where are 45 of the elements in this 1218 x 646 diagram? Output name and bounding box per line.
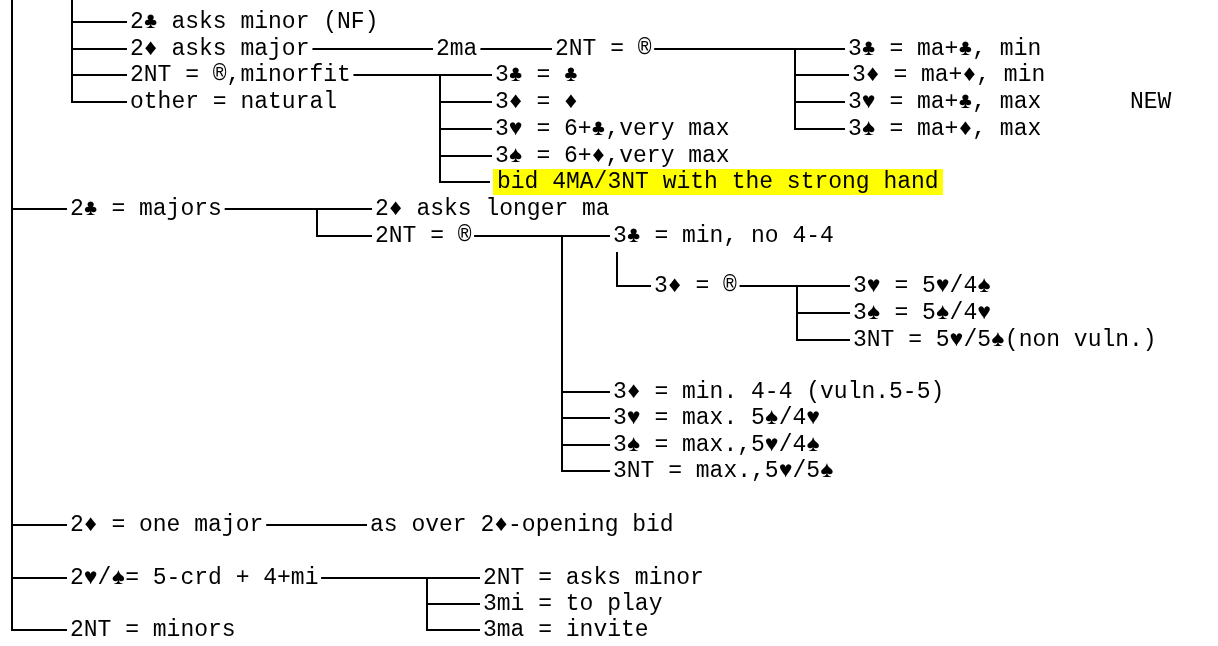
bid-text: 2♦ = one major [70, 512, 264, 538]
bid-text: 3♣ = ma+♣, min [848, 36, 1042, 62]
bid-text: 2NT = ® [375, 223, 472, 249]
connector-line [320, 577, 481, 631]
bid-text: 3♠ = ma+♦, max [848, 116, 1042, 142]
connector-line [223, 208, 373, 237]
bid-text: 3♥ = ma+♣, max [848, 89, 1042, 115]
highlighted-text: bid 4MA/3NT with the strong hand [493, 169, 943, 195]
bid-text: 2♦ asks longer ma [375, 196, 610, 222]
bid-text: 2♣ = majors [70, 196, 222, 222]
bid-text: 3NT = max.,5♥/5♠ [613, 458, 834, 484]
bid-text: 3♥ = max. 5♠/4♥ [613, 405, 821, 431]
bid-text: 3♠ = max.,5♥/4♠ [613, 432, 821, 458]
bid-text: 2♥/♠= 5-crd + 4+mi [70, 565, 319, 591]
bid-text: 3♣ = ♣ [495, 62, 578, 88]
note-text: NEW [1130, 89, 1172, 115]
bid-text: 2ma [436, 36, 478, 62]
bid-text: 3ma = invite [483, 617, 649, 643]
bid-text: 2♦ asks major [130, 36, 310, 62]
connector-line [479, 48, 553, 50]
connector-line [616, 251, 652, 287]
bid-text: other = natural [130, 89, 338, 115]
bid-text: 2♣ asks minor (NF) [130, 9, 379, 35]
bid-text: 3♦ = min. 4-4 (vuln.5-5) [613, 379, 945, 405]
bid-text: 2NT = ®,minorfit [130, 62, 351, 88]
bid-text: 3♦ = ♦ [495, 89, 578, 115]
bid-text: 2NT = minors [70, 617, 236, 643]
bid-text: as over 2♦-opening bid [370, 512, 674, 538]
bid-text: 3♥ = 6+♣,very max [495, 116, 730, 142]
connector-line [265, 524, 368, 526]
bid-text: 3♦ = ma+♦, min [852, 62, 1046, 88]
bid-text: 3♥ = 5♥/4♠ [853, 273, 992, 299]
connector-line [738, 285, 851, 341]
bid-text: 3♣ = min, no 4-4 [613, 223, 834, 249]
connector-line [311, 48, 434, 50]
connector-line [352, 74, 491, 183]
bid-text: 3mi = to play [483, 591, 663, 617]
connector-line [71, 0, 128, 103]
bid-text: 3♦ = ® [654, 273, 737, 299]
bid-text: 3♠ = 6+♦,very max [495, 143, 730, 169]
bid-text: 2NT = asks minor [483, 565, 704, 591]
connector-line [653, 48, 846, 130]
bid-text: 3♠ = 5♠/4♥ [853, 300, 992, 326]
bid-text: 2NT = ® [555, 36, 652, 62]
bid-text: 3NT = 5♥/5♠(non vuln.) [853, 327, 1157, 353]
